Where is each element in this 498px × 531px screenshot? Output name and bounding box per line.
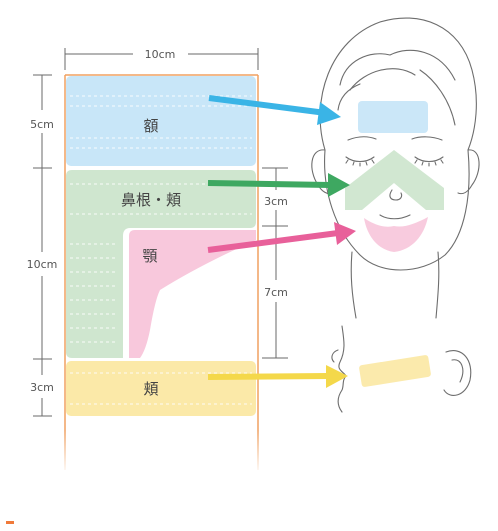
forehead-patch: [66, 76, 256, 166]
chin-patch: [129, 230, 256, 358]
nose-cheek-patch: [66, 170, 256, 358]
inner-dimension: 3cm 7cm: [262, 167, 288, 359]
height-mid-label: 10cm: [27, 258, 58, 271]
chin-height-label: 7cm: [264, 286, 288, 299]
arrow-cheek-shaft: [207, 373, 329, 380]
nose-cheek-label: 鼻根・頬: [121, 191, 181, 209]
nose-cheek-face-patch: [345, 150, 444, 210]
arrow-chin-head: [334, 222, 356, 245]
arrow-cheek-head: [326, 365, 348, 388]
sheet: [60, 74, 265, 475]
forehead-dashes: [70, 95, 252, 149]
width-dimension: 10cm: [64, 48, 259, 70]
arrows: [207, 95, 356, 388]
chin-region: 顎: [129, 230, 256, 358]
nose-height-label: 3cm: [264, 195, 288, 208]
forehead-face-patch: [358, 101, 428, 133]
nose-cheek-region: 鼻根・頬: [66, 170, 256, 358]
cheek-label: 頬: [143, 380, 158, 398]
corner-marker: [6, 521, 14, 524]
forehead-label: 額: [143, 117, 158, 135]
arrow-forehead-head: [317, 102, 341, 125]
cheek-patch: [66, 361, 256, 416]
height-dimension: 5cm 10cm 3cm: [27, 74, 58, 417]
arrow-forehead-shaft: [208, 95, 327, 116]
cheek-dashes: [70, 372, 252, 405]
face-illustration: [311, 17, 480, 319]
cheek-region: 頬: [66, 361, 256, 416]
chin-face-patch: [364, 217, 428, 252]
forehead-region: 額: [66, 76, 256, 166]
arrow-nose-shaft: [207, 180, 331, 188]
arrow-chin-shaft: [207, 230, 339, 253]
chin-label: 顎: [142, 247, 157, 265]
frame-fade: [60, 430, 265, 475]
width-label: 10cm: [145, 48, 176, 61]
height-bottom-label: 3cm: [30, 381, 54, 394]
height-top-label: 5cm: [30, 118, 54, 131]
cheek-face-patch: [359, 355, 431, 387]
arrow-nose-head: [328, 173, 350, 197]
